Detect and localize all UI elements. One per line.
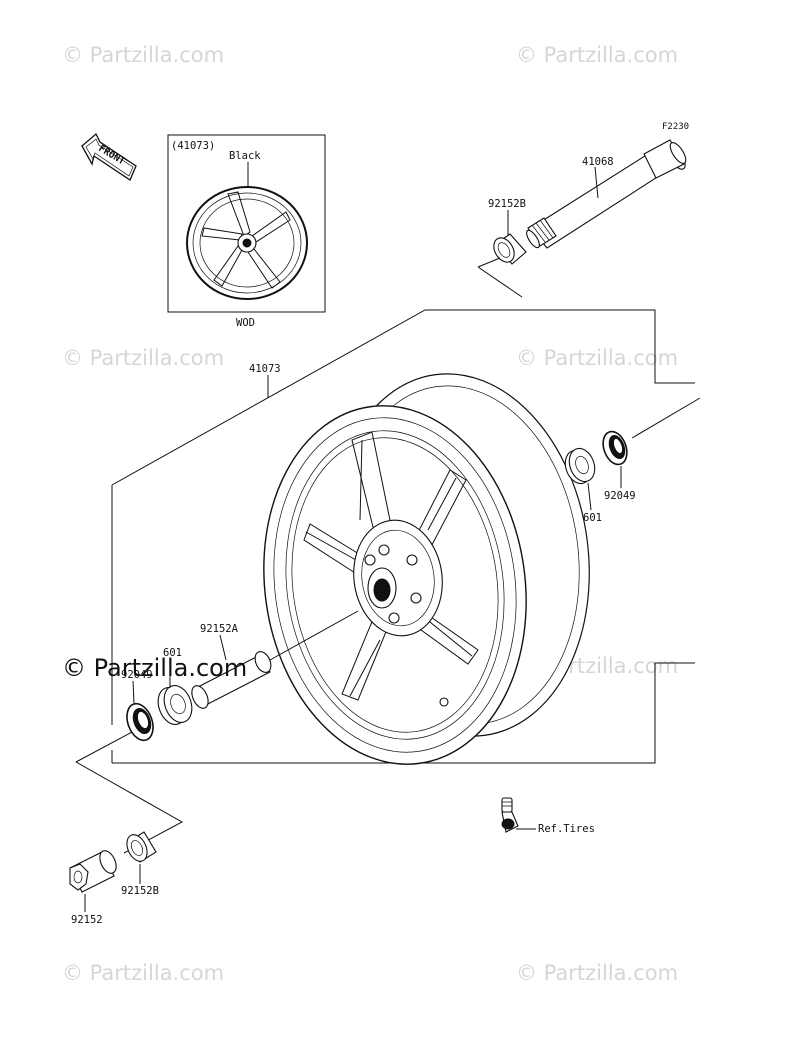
watermark-overlay: © Partzilla.com [62,654,247,682]
label-bearing-left: 601 [163,647,182,659]
bearing-right-601 [564,447,596,485]
watermark-mid-left: © Partzilla.com [62,346,224,370]
inset-box: (41073) Black WOD [167,134,326,329]
axle-41068 [526,139,687,249]
inset-wheel-icon [186,186,308,300]
watermark-bottom-right: © Partzilla.com [516,961,678,985]
seal-right-92049 [602,430,628,466]
seal-left-92049 [126,702,154,742]
label-bearing-right: 601 [583,512,602,524]
figure-code: F2230 [662,122,689,132]
label-spacer: 92152A [200,623,239,635]
label-nut-collar: 92152 [71,914,103,926]
label-valve-ref: Ref.Tires [538,823,595,835]
assembly-outline [111,309,695,764]
label-axle: 41068 [582,156,614,168]
inset-part-ref: (41073) [171,140,215,152]
spacer-92152a [191,651,272,709]
collar-top-92152b [493,233,527,265]
valve-stem-icon [501,797,519,833]
label-collar-top: 92152B [488,198,526,210]
label-collar-bottom: 92152B [121,885,159,897]
inset-caption: WOD [236,317,255,329]
label-seal-right: 92049 [604,490,636,502]
bearing-left-601 [157,685,193,725]
label-wheel: 41073 [249,363,281,375]
watermark-bottom-left: © Partzilla.com [62,961,224,985]
inset-color-label: Black [229,150,261,162]
watermark-top-left: © Partzilla.com [62,43,224,67]
watermark-top-right: © Partzilla.com [516,43,678,67]
wheel-41073 [263,373,590,765]
nut-collar-92152 [69,850,117,893]
collar-bottom-92152b [126,831,157,863]
label-seal-left: 92049 [121,669,153,681]
front-arrow-icon: FRONT [81,132,137,181]
watermark-mid-right: © Partzilla.com [516,346,678,370]
